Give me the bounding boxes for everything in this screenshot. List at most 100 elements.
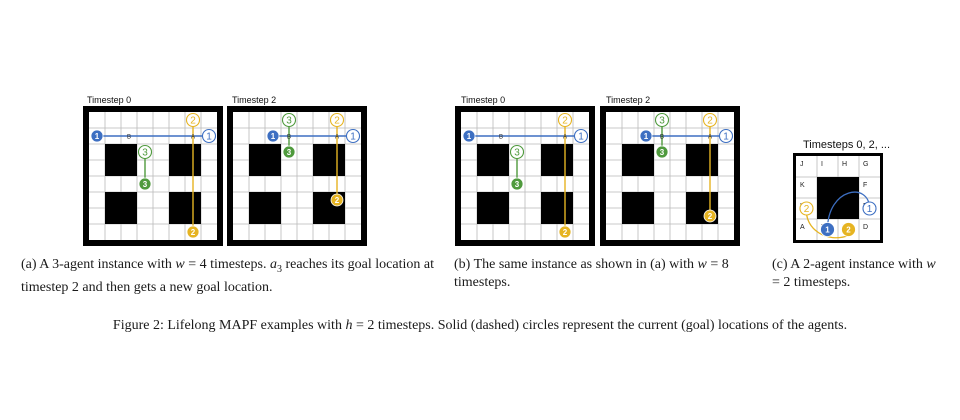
- agent-current-location: [282, 145, 296, 159]
- agent-number: 1: [271, 132, 276, 141]
- goal-location-marker: [862, 201, 877, 216]
- cell-letter-label: B: [660, 135, 664, 141]
- obstacle-block: [105, 144, 137, 176]
- goal-agent-number: 3: [286, 116, 292, 127]
- cell-letter-label: D: [863, 224, 868, 231]
- goal-agent-number: 1: [578, 132, 584, 143]
- goal-location-marker: [281, 112, 297, 128]
- goal-location-marker: [509, 144, 525, 160]
- agent-current-location: [186, 225, 200, 239]
- obstacle-block: [541, 192, 573, 224]
- agent-number: 2: [708, 212, 713, 221]
- goal-location-marker: [702, 112, 718, 128]
- panel-b1-label: Timestep 0: [461, 95, 506, 105]
- goal-agent-number: 2: [804, 204, 810, 215]
- goal-location-marker: [185, 112, 201, 128]
- obstacle-block: [477, 144, 509, 176]
- agent-current-location: [558, 225, 572, 239]
- agent-number: 2: [191, 228, 196, 237]
- agent-current-location: [462, 129, 476, 143]
- goal-location-marker: [799, 201, 814, 216]
- agent-current-location: [655, 145, 669, 159]
- goal-location-marker: [137, 144, 153, 160]
- goal-location-marker: [573, 128, 589, 144]
- cell-letter-label: K: [800, 182, 805, 189]
- cell-letter-label: A: [708, 135, 712, 141]
- cell-letter-label: I: [821, 161, 823, 168]
- agent-current-location: [841, 222, 856, 237]
- cell-letter-label: A: [191, 135, 195, 141]
- obstacle-block: [169, 144, 201, 176]
- obstacle-block: [249, 192, 281, 224]
- goal-agent-number: 1: [350, 132, 356, 143]
- goal-location-marker: [718, 128, 734, 144]
- panel-b2-label: Timestep 2: [606, 95, 651, 105]
- agent-number: 3: [660, 148, 665, 157]
- agent-number: 1: [825, 226, 830, 235]
- obstacle-block: [313, 144, 345, 176]
- agent-number: 1: [467, 132, 472, 141]
- goal-agent-number: 2: [707, 116, 713, 127]
- goal-location-marker: [329, 112, 345, 128]
- agent-number: 3: [143, 180, 148, 189]
- cell-letter-label: F: [863, 182, 867, 189]
- goal-location-marker: [345, 128, 361, 144]
- agent-current-location: [138, 177, 152, 191]
- cell-letter-label: B: [287, 135, 291, 141]
- goal-location-marker: [654, 112, 670, 128]
- obstacle-block: [477, 192, 509, 224]
- cell-letter-label: A: [335, 135, 339, 141]
- caption-a: (a) A 3-agent instance with w = 4 timest…: [21, 257, 434, 295]
- cell-letter-label: J: [800, 161, 804, 168]
- goal-location-marker: [557, 112, 573, 128]
- goal-agent-number: 3: [514, 148, 520, 159]
- agent-path-curve: [826, 191, 871, 230]
- goal-agent-number: 2: [334, 116, 340, 127]
- cell-letter-label: H: [842, 161, 847, 168]
- agent-current-location: [330, 193, 344, 207]
- agent-current-location: [820, 222, 835, 237]
- obstacle-block: [622, 192, 654, 224]
- obstacle-block: [686, 144, 718, 176]
- obstacle-block: [169, 192, 201, 224]
- agent-current-location: [639, 129, 653, 143]
- caption-c: (c) A 2-agent instance with w = 2 timest…: [772, 257, 936, 290]
- agent-number: 2: [563, 228, 568, 237]
- grid-panel-c: JIHGKFLEABCD2112: [793, 153, 883, 243]
- obstacle-block: [249, 144, 281, 176]
- agent-current-location: [266, 129, 280, 143]
- agent-number: 3: [287, 148, 292, 157]
- cell-letter-label: G: [863, 161, 868, 168]
- panel-a2-label: Timestep 2: [232, 95, 277, 105]
- agent-number: 2: [846, 226, 851, 235]
- obstacle-block: [817, 177, 859, 219]
- agent-current-location: [510, 177, 524, 191]
- panel-a1-label: Timestep 0: [87, 95, 132, 105]
- agent-current-location: [90, 129, 104, 143]
- agent-number: 1: [95, 132, 100, 141]
- obstacle-block: [105, 192, 137, 224]
- goal-agent-number: 3: [142, 148, 148, 159]
- obstacle-block: [541, 144, 573, 176]
- cell-letter-label: B: [499, 135, 503, 141]
- goal-agent-number: 2: [190, 116, 196, 127]
- goal-agent-number: 1: [206, 132, 212, 143]
- cell-letter-label: A: [800, 224, 805, 231]
- goal-agent-number: 1: [723, 132, 729, 143]
- caption-b: (b) The same instance as shown in (a) wi…: [454, 257, 729, 290]
- cell-letter-label: A: [563, 135, 567, 141]
- agent-current-location: [703, 209, 717, 223]
- panel-c-title: Timesteps 0, 2, ...: [803, 139, 891, 151]
- goal-agent-number: 2: [562, 116, 568, 127]
- goal-agent-number: 1: [867, 204, 873, 215]
- goal-agent-number: 3: [659, 116, 665, 127]
- cell-letter-label: B: [127, 135, 131, 141]
- agent-number: 2: [335, 196, 340, 205]
- obstacle-block: [622, 144, 654, 176]
- agent-number: 3: [515, 180, 520, 189]
- agent-number: 1: [644, 132, 649, 141]
